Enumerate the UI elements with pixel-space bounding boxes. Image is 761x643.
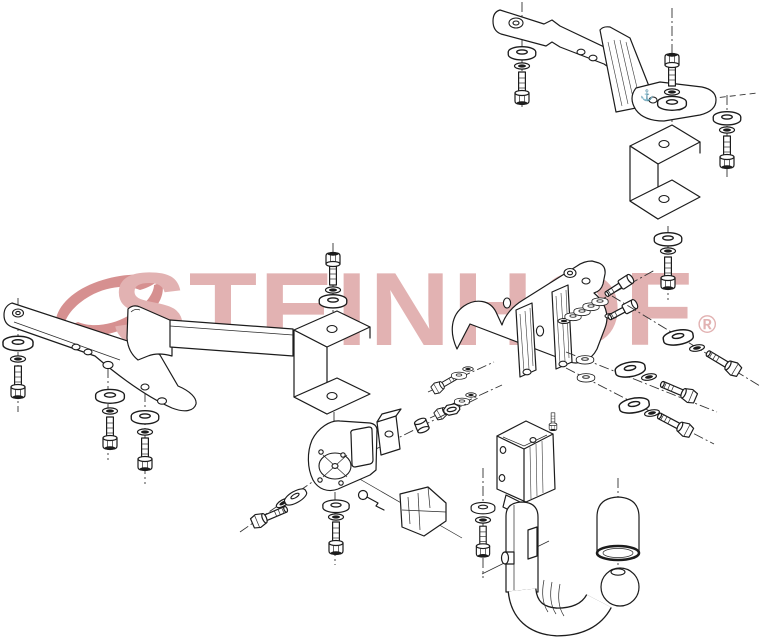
bolt-hole: [529, 437, 537, 443]
hex-bolt: [719, 135, 735, 170]
bracket-leg: [515, 302, 537, 378]
hex-bolt: [10, 365, 26, 400]
registered-trademark: ®: [698, 311, 717, 339]
rivet-hole: [338, 480, 344, 486]
bolt-hole: [156, 397, 168, 405]
flat-washer: [2, 335, 34, 352]
flat-washer: [318, 294, 348, 309]
towball-top-hole: [610, 568, 626, 576]
flat-washer: [281, 485, 310, 509]
spring-washer: [9, 355, 27, 363]
center-box-beam: [169, 319, 294, 357]
top-right-bracket-assembly: ⚓: [492, 2, 758, 300]
hex-bolt: [514, 71, 530, 106]
bolt-hole: [499, 446, 507, 454]
flat-washer: [470, 501, 496, 515]
left-crossmember-assembly: [2, 243, 371, 565]
shank-keyway: [527, 526, 538, 560]
flat-washer: [591, 297, 609, 307]
hex-bolt: [664, 52, 680, 87]
swan-neck-elbow: [508, 587, 611, 636]
spring-washer: [718, 126, 736, 134]
detach-mechanism-assembly: [239, 397, 479, 556]
flat-washer: [451, 371, 467, 380]
receiver-housing: [496, 420, 556, 503]
bolt-hole: [581, 277, 591, 285]
flat-washer: [322, 499, 350, 514]
rivet-hole: [317, 477, 323, 483]
center-side-bracket-assembly: [427, 260, 656, 422]
slot-hole: [71, 343, 81, 351]
bolt-hole: [498, 474, 506, 482]
towball: [600, 567, 640, 607]
hex-bolt: [702, 346, 744, 379]
receiver-and-towball-assembly: [470, 412, 641, 637]
hex-bolt: [548, 412, 558, 432]
spring-washer: [327, 513, 345, 521]
bolt-hole: [326, 391, 338, 401]
spring-washer: [663, 88, 681, 96]
rivet-hole: [340, 452, 346, 458]
spring-washer: [640, 372, 658, 382]
key-head: [357, 489, 369, 501]
hex-bolt: [102, 416, 118, 451]
spring-washer: [465, 392, 477, 398]
bolt-hole: [326, 324, 338, 334]
hex-bolt: [654, 408, 696, 440]
slot-hole: [83, 348, 93, 356]
spacer-bush: [413, 416, 431, 435]
spring-washer: [324, 286, 342, 294]
towball-cover-cap: [596, 496, 640, 553]
rivet-hole: [318, 449, 324, 455]
bolt-hole: [558, 360, 568, 368]
right-fastener-field: [565, 295, 761, 445]
swan-neck-shank: [505, 501, 539, 593]
anchor-mark-icon: ⚓: [640, 89, 654, 102]
flat-washer: [94, 388, 126, 404]
spring-washer: [659, 247, 677, 255]
slot-hole: [535, 325, 545, 337]
flat-washer: [712, 111, 742, 126]
slot-hole: [576, 48, 586, 56]
flat-washer: [575, 355, 595, 365]
bolt-hole: [658, 139, 670, 149]
key-blade: [366, 496, 385, 511]
hex-bolt: [328, 521, 344, 556]
bolt-hole: [384, 430, 394, 438]
spring-washer: [136, 428, 154, 436]
flat-washer: [656, 95, 688, 111]
flat-washer: [653, 232, 683, 247]
hex-bolt: [657, 376, 699, 406]
clamp-rings: [542, 579, 565, 617]
flat-washer: [130, 410, 160, 425]
flat-washer: [576, 373, 596, 383]
center-line: [239, 477, 319, 533]
spring-washer: [474, 516, 492, 524]
bolt-hole: [658, 194, 670, 204]
plate-cutout: [350, 426, 374, 468]
hex-bolt: [475, 525, 491, 559]
watermark-text: STEINHOF: [112, 252, 695, 368]
left-gusset-plate: [126, 305, 173, 361]
crossmember-left-arm: [3, 302, 197, 412]
slot-hole: [502, 297, 512, 309]
flat-washer: [507, 46, 537, 61]
bolt-hole: [522, 368, 532, 376]
slot-hole: [588, 54, 598, 62]
hex-bolt: [137, 437, 153, 472]
bolt-hole: [140, 383, 150, 391]
flat-washer: [454, 397, 470, 406]
bolt-hole: [102, 360, 114, 370]
bolt-hole: [648, 96, 658, 104]
spring-washer: [513, 62, 531, 70]
spring-washer: [101, 407, 119, 415]
spring-washer: [462, 366, 474, 372]
